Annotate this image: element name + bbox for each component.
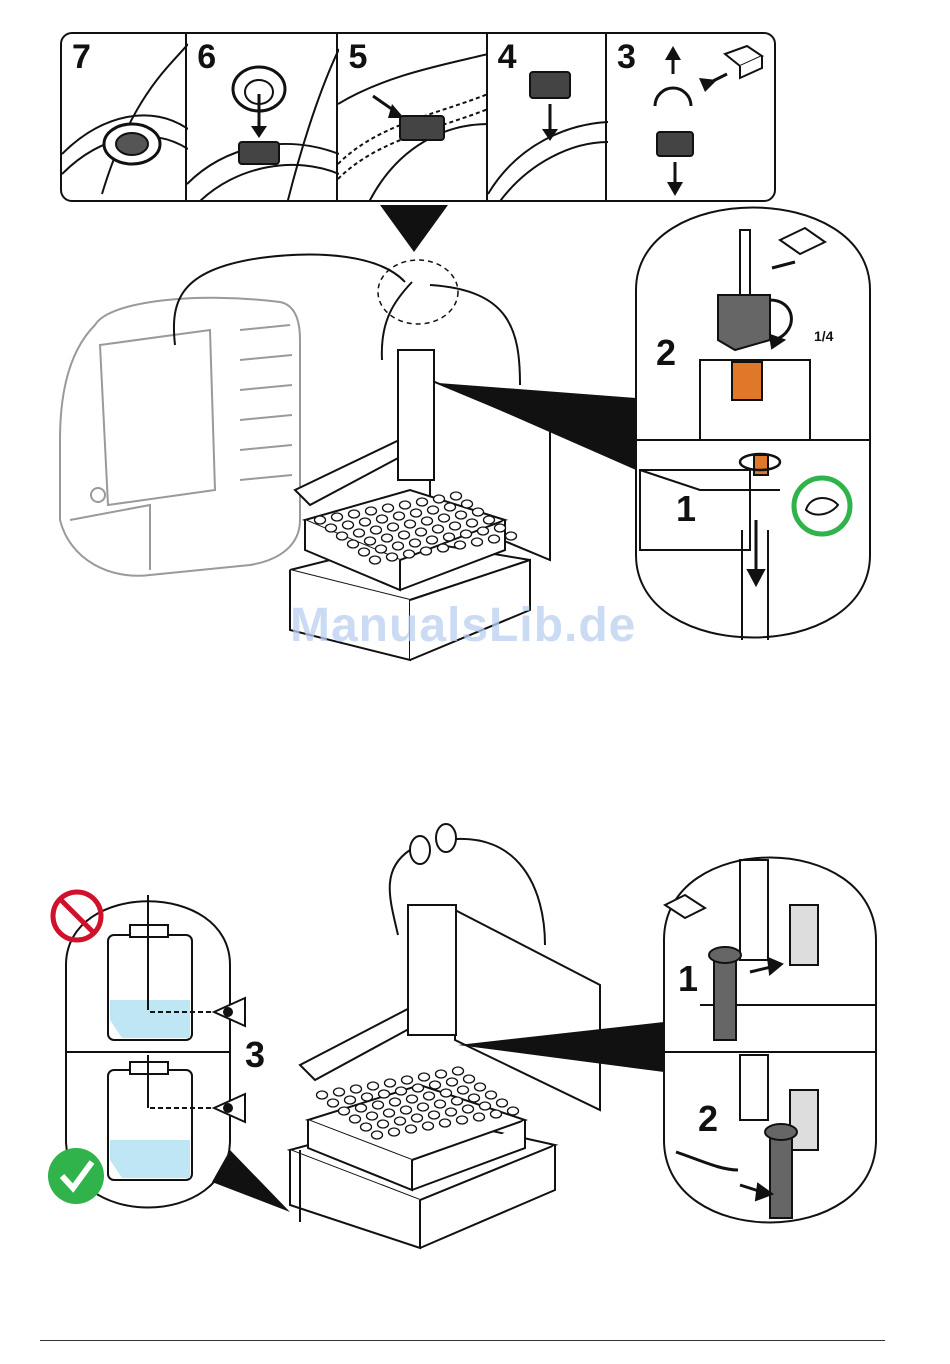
sample-hole [373, 1101, 384, 1109]
sample-hole [441, 1089, 452, 1097]
sample-hole [402, 1076, 413, 1084]
sample-hole [412, 1114, 423, 1122]
sample-hole [418, 1103, 429, 1111]
sample-hole [491, 1110, 502, 1118]
sample-hole [429, 1111, 440, 1119]
sample-hole [457, 1116, 468, 1124]
sample-hole [453, 1067, 464, 1075]
sample-hole [378, 1120, 389, 1128]
sample-hole [372, 1131, 383, 1139]
sample-hole [362, 1093, 373, 1101]
ok-check-icon [48, 1148, 104, 1204]
sample-hole [424, 1092, 435, 1100]
sample-hole [396, 1087, 407, 1095]
sample-hole [385, 1079, 396, 1087]
connector-callout [664, 858, 876, 1223]
sample-hole [339, 1107, 350, 1115]
sample-hole [464, 1075, 475, 1083]
sample-hole [317, 1091, 328, 1099]
sample-hole [452, 1097, 463, 1105]
sample-hole [430, 1081, 441, 1089]
sample-hole [406, 1125, 417, 1133]
sample-hole [480, 1102, 491, 1110]
sample-hole [389, 1128, 400, 1136]
sample-hole [334, 1088, 345, 1096]
sample-hole [413, 1084, 424, 1092]
sample-hole [447, 1078, 458, 1086]
sample-hole [436, 1070, 447, 1078]
sample-hole [474, 1113, 485, 1121]
sample-hole [390, 1098, 401, 1106]
sample-hole [446, 1108, 457, 1116]
sample-hole [435, 1100, 446, 1108]
footer-rule [40, 1340, 885, 1341]
sample-hole [328, 1099, 339, 1107]
callout-step-3: 3 [245, 1034, 265, 1076]
callout-step-1: 1 [678, 958, 698, 1000]
sample-hole [361, 1123, 372, 1131]
sample-hole [423, 1122, 434, 1130]
sample-hole [419, 1073, 430, 1081]
callout-step-2: 2 [698, 1098, 718, 1140]
sample-hole [351, 1085, 362, 1093]
sample-hole [407, 1095, 418, 1103]
sample-hole [356, 1104, 367, 1112]
sample-hole [379, 1090, 390, 1098]
sample-hole [475, 1083, 486, 1091]
sample-hole [345, 1096, 356, 1104]
sample-hole [463, 1105, 474, 1113]
sample-hole [458, 1086, 469, 1094]
sample-hole [384, 1109, 395, 1117]
sample-hole [401, 1106, 412, 1114]
sample-hole [508, 1107, 519, 1115]
sample-hole [486, 1091, 497, 1099]
sample-hole [469, 1094, 480, 1102]
sample-hole [350, 1115, 361, 1123]
sample-hole [497, 1099, 508, 1107]
sample-hole [395, 1117, 406, 1125]
sample-hole [367, 1112, 378, 1120]
eye-icon [223, 1007, 233, 1017]
sample-hole [368, 1082, 379, 1090]
eye-icon [223, 1103, 233, 1113]
sample-hole [440, 1119, 451, 1127]
